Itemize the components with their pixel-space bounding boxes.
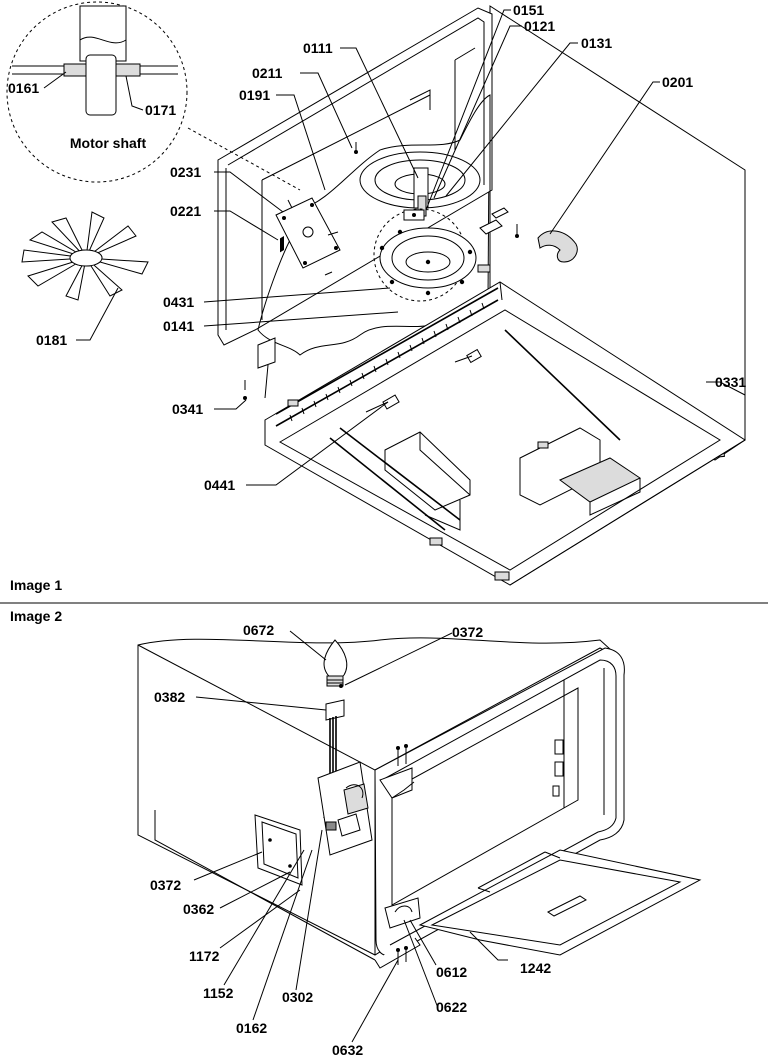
bottom-filter-tray: [418, 849, 702, 956]
louver-vents: [275, 287, 499, 427]
lower-fan-shroud: [373, 208, 477, 302]
label-0141: 0141: [163, 318, 194, 334]
leader-lines-image1: [43, 9, 746, 486]
label-0162: 0162: [236, 1020, 267, 1036]
label-0341: 0341: [172, 401, 203, 417]
leader-lines-image2: [193, 630, 508, 1043]
label-0632: 0632: [332, 1042, 363, 1058]
image2-caption: Image 2: [10, 608, 62, 624]
motor-mount-plate: [275, 197, 341, 276]
upper-fan-shroud: [359, 151, 481, 217]
label-0612: 0612: [436, 964, 467, 980]
label-0161: 0161: [8, 80, 39, 96]
clip-part: [537, 230, 578, 263]
label-0441: 0441: [204, 477, 235, 493]
image2-drawing: Image 2: [10, 608, 702, 1058]
label-1152: 1152: [203, 985, 234, 1001]
label-0362: 0362: [183, 901, 214, 917]
label-0382: 0382: [154, 689, 185, 705]
label-1242: 1242: [520, 960, 551, 976]
label-0171: 0171: [145, 102, 176, 118]
label-1172: 1172: [189, 948, 220, 964]
label-0151: 0151: [513, 2, 544, 18]
label-0131: 0131: [581, 35, 612, 51]
label-0372-left: 0372: [150, 877, 181, 893]
label-0231: 0231: [170, 164, 201, 180]
label-0672: 0672: [243, 622, 274, 638]
fan-blade: [21, 211, 149, 301]
motor-shaft-caption: Motor shaft: [70, 135, 147, 151]
front-frame-panel: [217, 7, 493, 346]
label-0111: 0111: [303, 40, 333, 56]
label-0181: 0181: [36, 332, 67, 348]
image1-drawing: Motor shaft 0111 0151 0121 0131 02: [6, 1, 746, 593]
label-0201: 0201: [662, 74, 693, 90]
label-0622: 0622: [436, 999, 467, 1015]
image1-caption: Image 1: [10, 577, 62, 593]
label-0191: 0191: [239, 87, 270, 103]
label-0221: 0221: [170, 203, 201, 219]
vent-tray: [264, 236, 746, 586]
label-0302: 0302: [282, 989, 313, 1005]
motor-shaft-inset: Motor shaft: [6, 1, 301, 191]
light-bulb: [323, 639, 348, 687]
label-0431: 0431: [163, 294, 194, 310]
label-0211: 0211: [252, 65, 283, 81]
label-0121: 0121: [524, 18, 555, 34]
label-0331: 0331: [715, 374, 746, 390]
label-0372-top: 0372: [452, 624, 483, 640]
socket-bracket: [317, 761, 373, 856]
